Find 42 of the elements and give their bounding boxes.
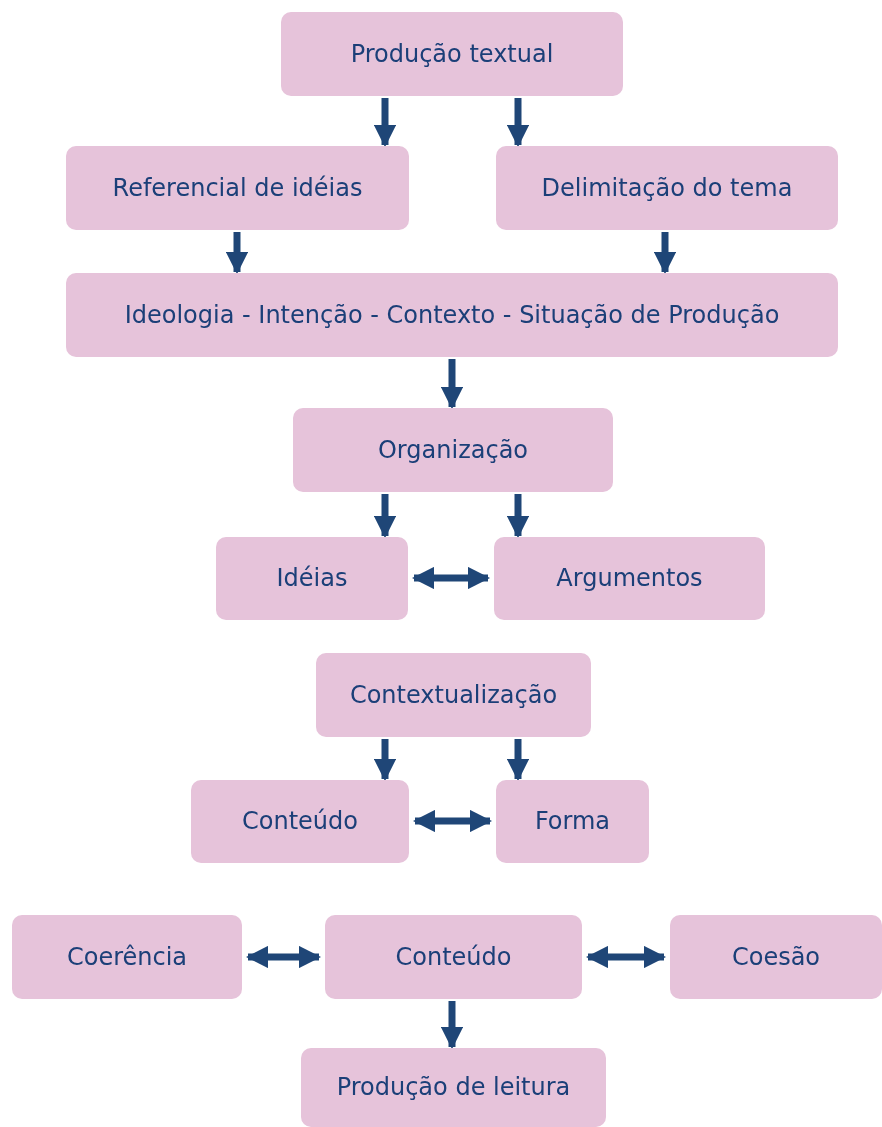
box-label: Delimitação do tema bbox=[541, 173, 793, 203]
process-box bbox=[281, 12, 623, 96]
arrow bbox=[373, 98, 397, 148]
process-box bbox=[494, 537, 765, 620]
box-label: Conteúdo bbox=[242, 807, 358, 836]
arrow bbox=[585, 945, 667, 969]
process-box bbox=[301, 1048, 606, 1127]
process-box bbox=[293, 408, 613, 492]
box-label: Conteúdo bbox=[395, 942, 512, 972]
arrow bbox=[245, 945, 322, 969]
arrow bbox=[373, 739, 397, 782]
arrow bbox=[506, 98, 530, 148]
arrow bbox=[373, 494, 397, 539]
box-label: Contextualização bbox=[349, 680, 558, 710]
arrow bbox=[225, 232, 249, 275]
process-box bbox=[216, 537, 408, 620]
box-label: Coerência bbox=[66, 942, 188, 972]
process-box bbox=[66, 273, 838, 357]
box-label: Idéias bbox=[276, 564, 348, 593]
arrow bbox=[440, 1001, 464, 1050]
process-box bbox=[12, 915, 242, 999]
arrow bbox=[440, 359, 464, 410]
process-box bbox=[670, 915, 882, 999]
box-label: Argumentos bbox=[556, 564, 703, 593]
arrow bbox=[506, 494, 530, 539]
box-label: Organização bbox=[377, 435, 528, 465]
process-box bbox=[316, 653, 591, 737]
process-box bbox=[191, 780, 409, 863]
process-box bbox=[496, 780, 649, 863]
process-box bbox=[325, 915, 582, 999]
box-label: Referencial de idéias bbox=[112, 173, 363, 203]
process-box bbox=[496, 146, 838, 230]
process-box bbox=[66, 146, 409, 230]
arrow bbox=[412, 809, 493, 833]
box-label: Produção de leitura bbox=[336, 1073, 571, 1102]
box-label: Forma bbox=[534, 807, 611, 836]
arrow bbox=[411, 566, 491, 590]
box-label: Produção textual bbox=[350, 39, 554, 69]
arrow bbox=[653, 232, 677, 275]
box-label: Coesão bbox=[731, 942, 821, 972]
arrow bbox=[506, 739, 530, 782]
box-label: Ideologia - Intenção - Contexto - Situação de Produção bbox=[124, 300, 780, 330]
